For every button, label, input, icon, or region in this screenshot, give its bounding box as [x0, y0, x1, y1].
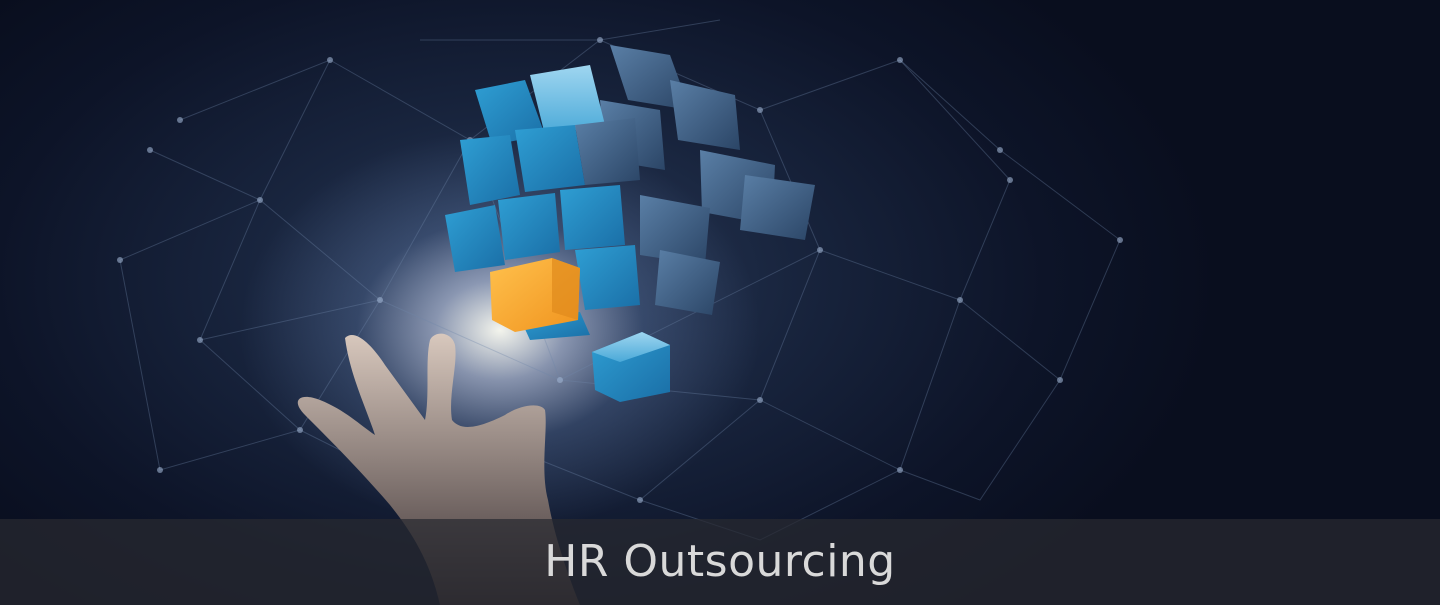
cube-blocks: [445, 45, 815, 402]
banner-title: HR Outsourcing: [544, 536, 896, 587]
caption-bar: HR Outsourcing: [0, 519, 1440, 605]
